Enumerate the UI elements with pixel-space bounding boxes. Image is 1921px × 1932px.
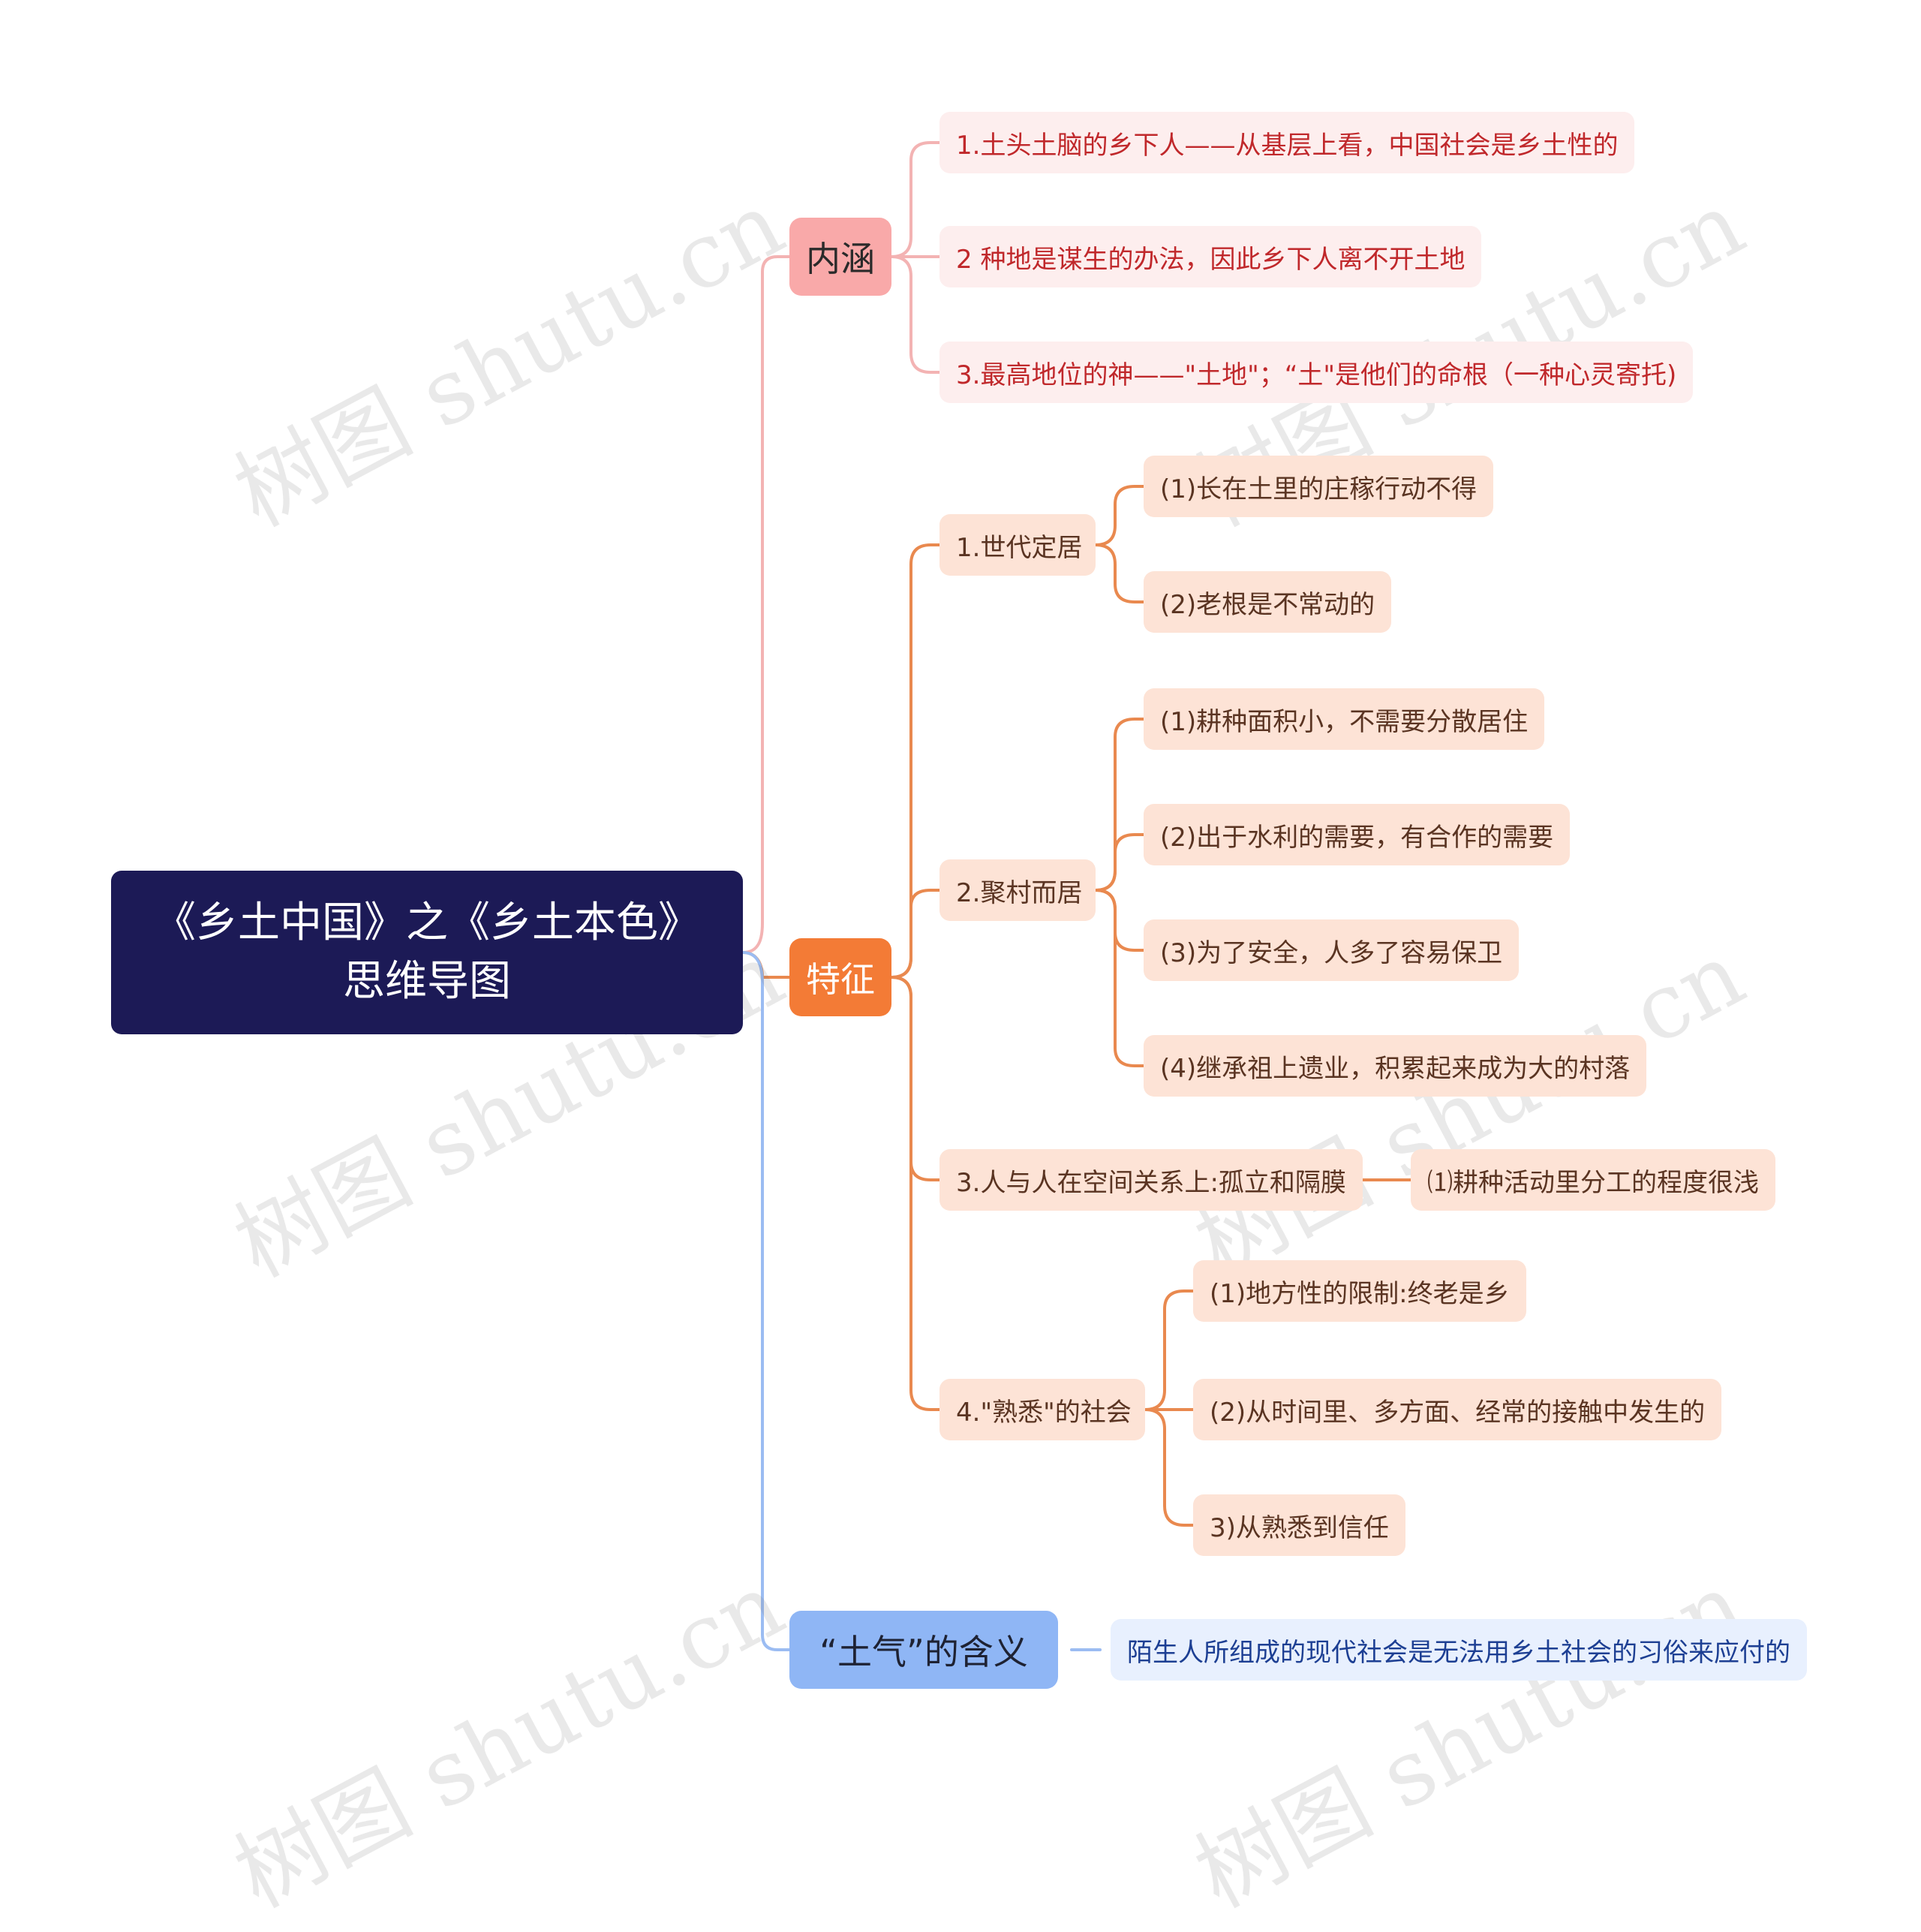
group-label: 4."熟悉"的社会	[956, 1397, 1132, 1428]
leaf-label: (4)继承祖上遗业，积累起来成为大的村落	[1160, 1053, 1631, 1084]
group-node[interactable]: 1.世代定居	[939, 514, 1096, 576]
leaf-label: ⑴耕种活动里分工的程度很浅	[1427, 1167, 1759, 1198]
leaf-node[interactable]: (2)老根是不常动的	[1144, 571, 1392, 633]
branch-tuqi[interactable]: “土气”的含义	[789, 1611, 1058, 1689]
leaf-node[interactable]: (1)耕种面积小，不需要分散居住	[1144, 688, 1545, 750]
leaf-label: (2)从时间里、多方面、经常的接触中发生的	[1210, 1397, 1706, 1428]
group-node[interactable]: 3.人与人在空间关系上:孤立和隔膜	[939, 1149, 1363, 1211]
leaf-node[interactable]: (2)出于水利的需要，有合作的需要	[1144, 804, 1571, 865]
branch-tezheng[interactable]: 特征	[789, 938, 891, 1016]
leaf-label: (1)地方性的限制:终老是乡	[1210, 1278, 1510, 1309]
leaf-label: 3.最高地位的神——"土地"；“土"是他们的命根（一种心灵寄托)	[956, 360, 1677, 390]
branch-label: 特征	[806, 959, 875, 1000]
group-label: 1.世代定居	[956, 532, 1083, 563]
leaf-node[interactable]: ⑴耕种活动里分工的程度很浅	[1411, 1149, 1775, 1211]
leaf-node[interactable]: (1)地方性的限制:终老是乡	[1193, 1260, 1526, 1322]
leaf-node[interactable]: (2)从时间里、多方面、经常的接触中发生的	[1193, 1379, 1722, 1440]
root-title-line1: 《乡土中国》之《乡土本色》	[154, 898, 700, 947]
leaf-node[interactable]: 1.土头土脑的乡下人——从基层上看，中国社会是乡土性的	[939, 112, 1635, 173]
leaf-node[interactable]: (4)继承祖上遗业，积累起来成为大的村落	[1144, 1035, 1647, 1097]
leaf-node[interactable]: (1)长在土里的庄稼行动不得	[1144, 456, 1494, 517]
leaf-node[interactable]: 3)从熟悉到信任	[1193, 1494, 1405, 1556]
leaf-node[interactable]: 陌生人所组成的现代社会是无法用乡土社会的习俗来应付的	[1111, 1619, 1807, 1681]
branch-neihan[interactable]: 内涵	[789, 218, 891, 296]
leaf-label: (2)老根是不常动的	[1160, 589, 1375, 620]
group-label: 2.聚村而居	[956, 877, 1083, 908]
group-node[interactable]: 4."熟悉"的社会	[939, 1379, 1145, 1440]
connector-lines	[741, 141, 1412, 1651]
leaf-label: (2)出于水利的需要，有合作的需要	[1160, 822, 1554, 853]
leaf-label: 陌生人所组成的现代社会是无法用乡土社会的习俗来应付的	[1127, 1637, 1790, 1668]
leaf-label: 1.土头土脑的乡下人——从基层上看，中国社会是乡土性的	[956, 130, 1619, 161]
leaf-node[interactable]: 3.最高地位的神——"土地"；“土"是他们的命根（一种心灵寄托)	[939, 342, 1694, 403]
group-node[interactable]: 2.聚村而居	[939, 859, 1096, 921]
group-label: 3.人与人在空间关系上:孤立和隔膜	[956, 1167, 1346, 1198]
leaf-label: (1)耕种面积小，不需要分散居住	[1160, 706, 1529, 737]
leaf-label: (1)长在土里的庄稼行动不得	[1160, 474, 1478, 504]
leaf-label: 2 种地是谋生的办法，因此乡下人离不开土地	[956, 244, 1466, 275]
root-node[interactable]: 《乡土中国》之《乡土本色》 思维导图	[111, 871, 743, 1034]
branch-label: “土气”的含义	[819, 1632, 1028, 1672]
root-title-line2: 思维导图	[343, 957, 511, 1006]
leaf-node[interactable]: 2 种地是谋生的办法，因此乡下人离不开土地	[939, 226, 1482, 287]
leaf-label: (3)为了安全，人多了容易保卫	[1160, 937, 1503, 968]
leaf-node[interactable]: (3)为了安全，人多了容易保卫	[1144, 919, 1520, 981]
leaf-label: 3)从熟悉到信任	[1210, 1512, 1389, 1543]
branch-label: 内涵	[806, 239, 875, 279]
